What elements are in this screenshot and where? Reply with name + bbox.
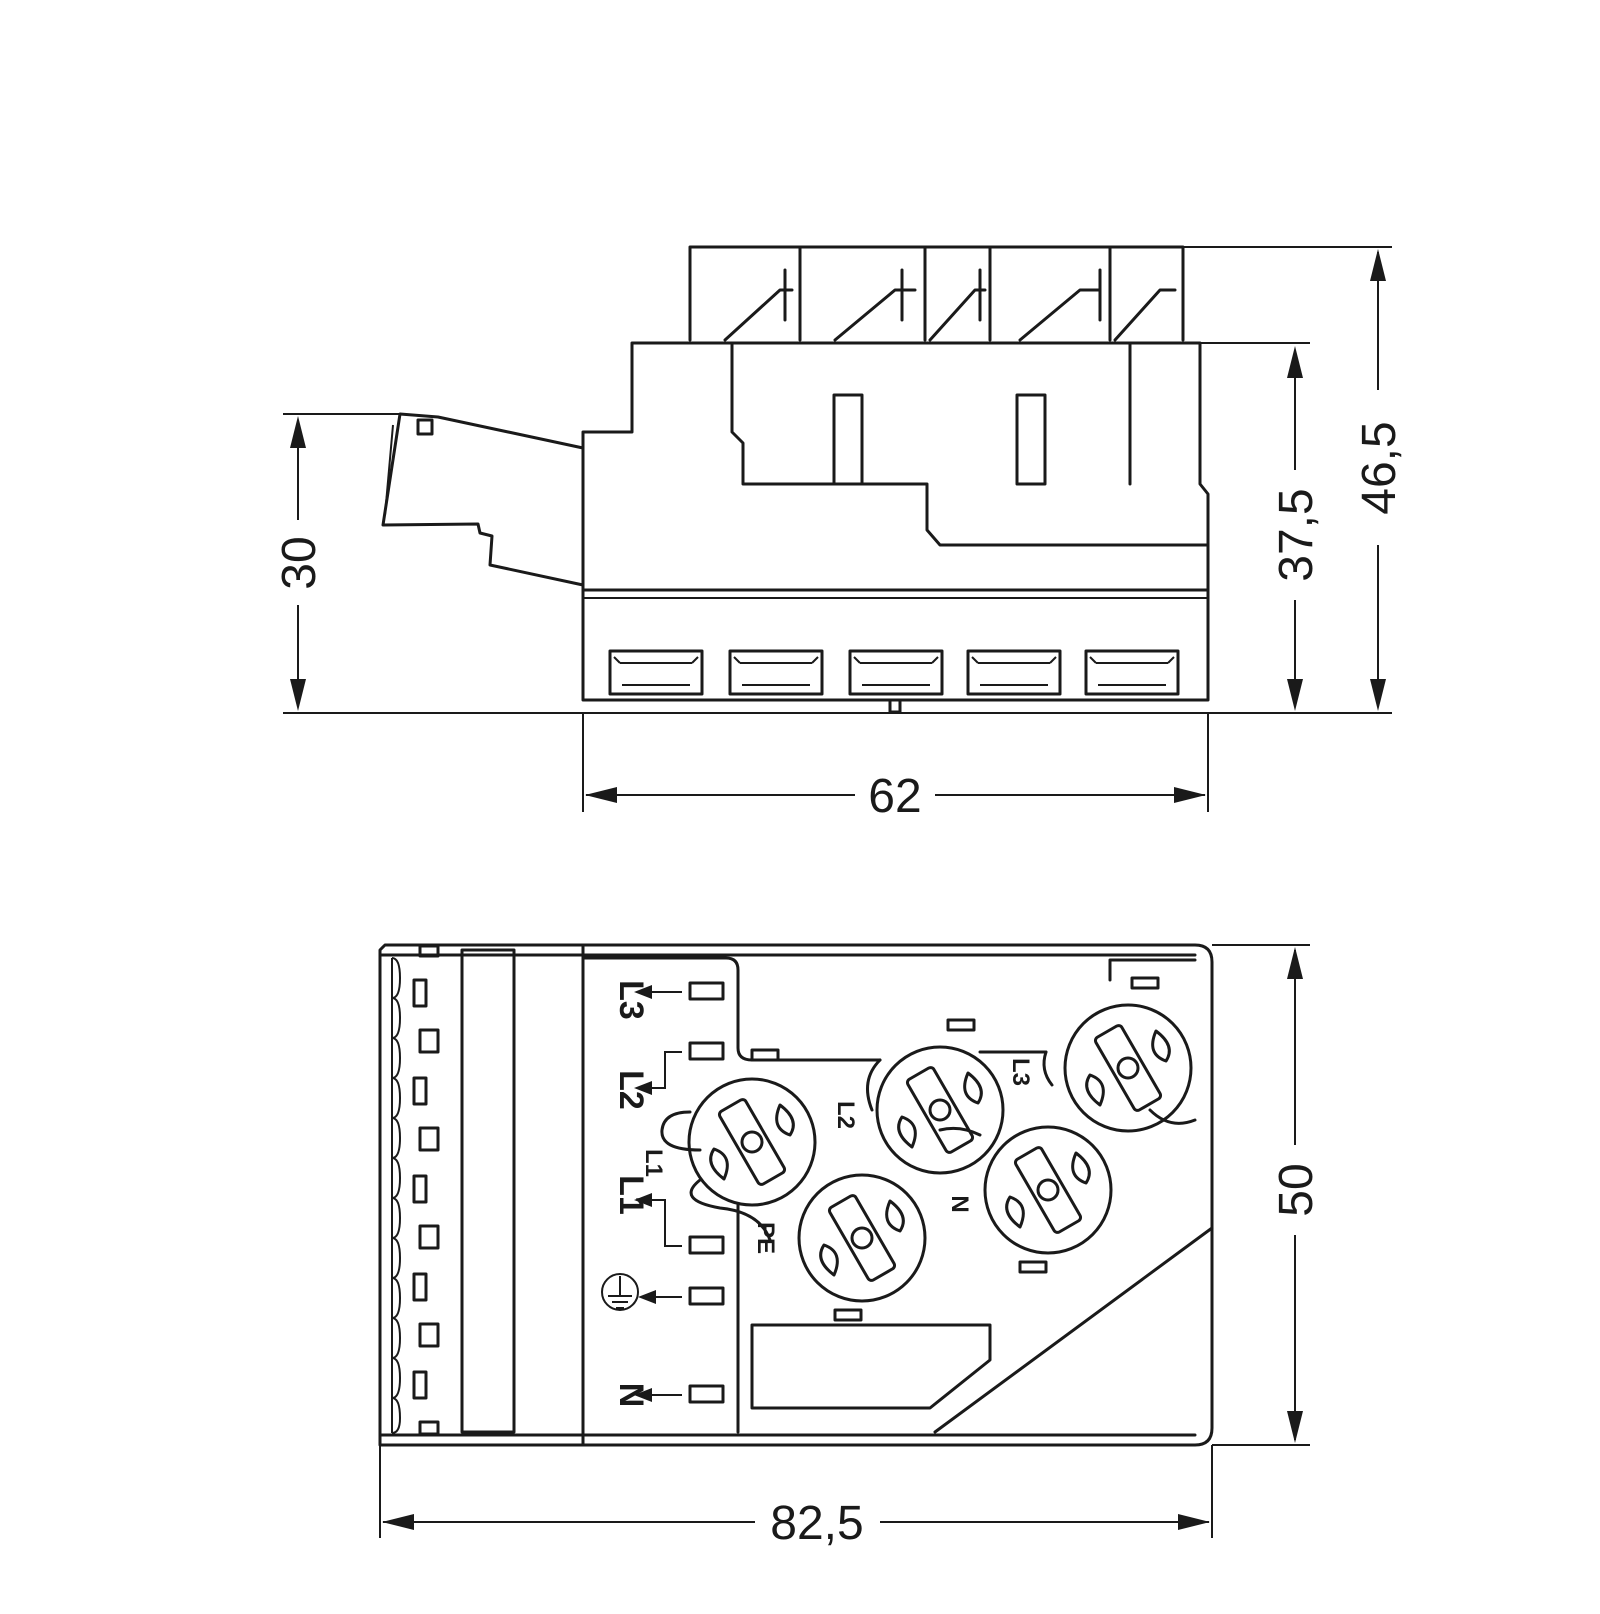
dimension-side-height-left: 30 [273,416,326,711]
top-view: L3 L2 L1 [378,943,1323,1550]
dimension-side-height-body: 37,5 [1270,346,1323,711]
dimension-label: 82,5 [770,1497,863,1550]
dimension-label: 37,5 [1270,488,1323,581]
dimension-top-width: 82,5 [382,1497,1210,1550]
dimension-side-width: 62 [585,770,1206,823]
clamp-l2 [875,1045,1005,1175]
clamp-l3 [1063,1003,1193,1133]
clamp-l1 [687,1077,817,1207]
clamp-label-pe: PE [752,1222,779,1254]
dimension-label: 50 [1270,1163,1323,1216]
dimension-top-height: 50 [1270,947,1323,1443]
side-view: 30 37,5 46,5 62 [273,245,1406,823]
protective-earth-icon [601,1273,639,1311]
front-openings [608,649,1180,696]
row-pe [601,1273,725,1311]
clamp-label-l1: L1 [640,1149,667,1177]
clamp-label-n: N [946,1195,973,1212]
row-l3: L3 [612,980,725,1020]
clamp-n [983,1125,1113,1255]
dimension-label: 46,5 [1353,421,1406,514]
marking-strip [460,948,516,1434]
clamp-label-l2: L2 [832,1101,859,1129]
row-label-l3: L3 [612,980,650,1020]
row-l1: L1 [612,1175,725,1255]
row-label-l1: L1 [612,1175,650,1215]
release-slots [412,944,440,1436]
dimension-label: 30 [273,536,326,589]
clamp-label-l3: L3 [1007,1058,1034,1086]
dimension-label: 62 [868,770,921,823]
row-l2: L2 [612,1041,725,1110]
row-n: N [612,1383,725,1407]
clamp-pe [797,1173,927,1303]
edge-ridges [391,957,402,1434]
dimension-side-height-total: 46,5 [1353,249,1406,711]
